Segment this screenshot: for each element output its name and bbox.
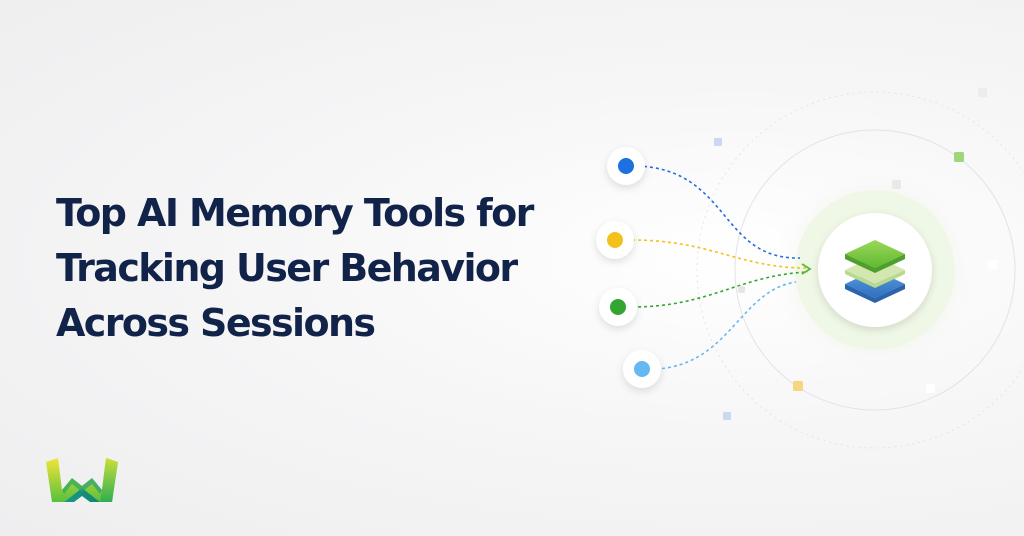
connector-light-blue: [655, 281, 797, 370]
source-node-green: [599, 288, 637, 326]
decorative-squares: [714, 88, 997, 420]
source-node-yellow: [596, 221, 634, 259]
data-flow-illustration: [596, 88, 1024, 449]
arrow-head: [801, 263, 812, 275]
connector-green: [631, 271, 809, 308]
connector-lines: [631, 165, 812, 370]
layers-stack-icon: [845, 240, 905, 303]
source-node-light-blue: [623, 350, 661, 388]
headline-line-1: Top AI Memory Tools for: [56, 191, 534, 235]
hub: [818, 213, 932, 327]
connector-yellow: [631, 239, 807, 269]
headline-line-3: Across Sessions: [56, 301, 376, 345]
headline: Top AI Memory Tools for Tracking User Be…: [56, 186, 576, 351]
source-node-blue: [607, 147, 645, 185]
brand-logo-icon: [46, 458, 118, 502]
headline-line-2: Tracking User Behavior: [56, 246, 518, 290]
connector-blue: [637, 165, 801, 259]
